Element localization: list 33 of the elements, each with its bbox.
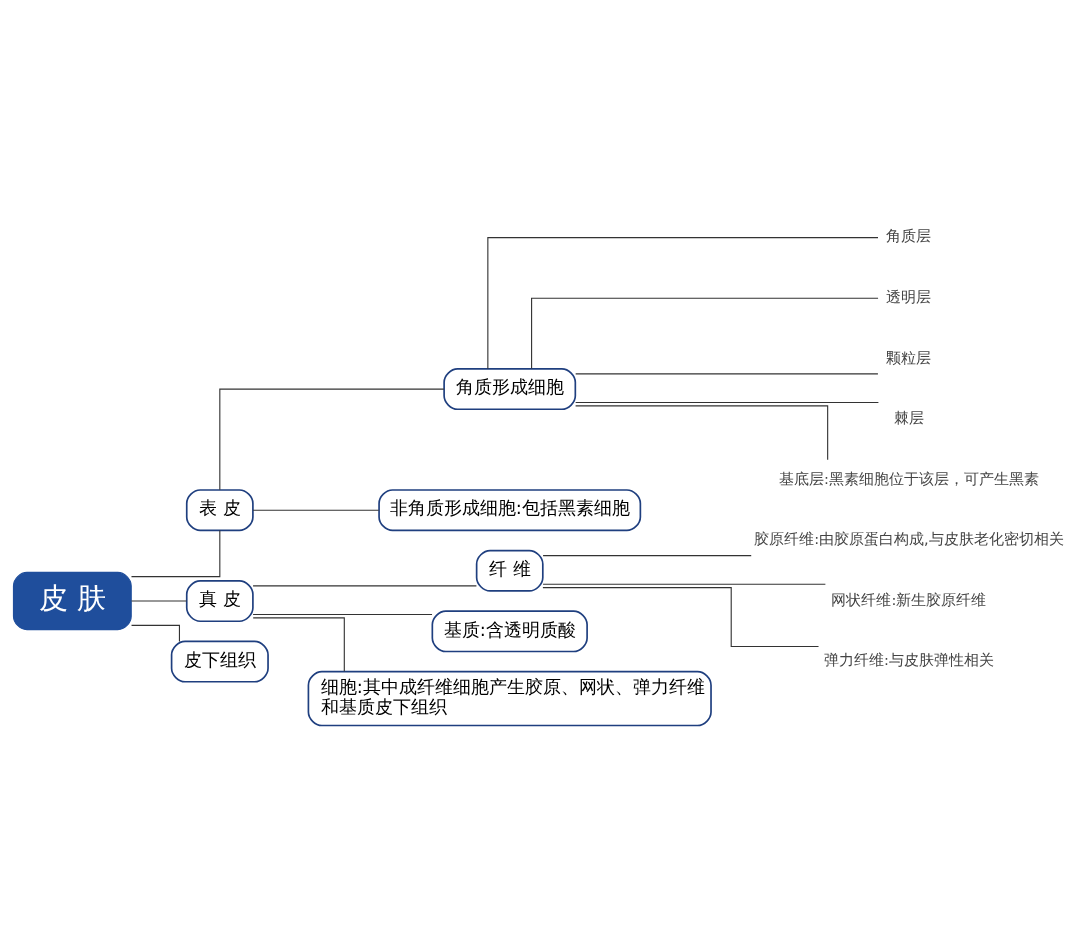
connector [542,587,820,647]
connector [252,509,380,511]
node-box: 表 皮 [185,489,254,532]
connector [542,555,752,557]
node-text: 角质层 [886,227,932,245]
node-text: 颗粒层 [886,348,932,366]
node-box: 纤 维 [475,549,544,592]
connector [252,613,433,616]
connector [542,583,826,585]
connector [131,624,180,642]
connector [575,405,829,461]
node-text: 基底层:黑素细胞位于该层，可产生黑素 [779,469,1039,487]
node-box: 基质:含透明质酸 [431,610,588,653]
connector [219,388,445,491]
node-box: 非角质形成细胞:包括黑素细胞 [378,489,642,532]
connector [130,600,188,602]
connector [531,297,879,369]
node-box: 皮 肤 [12,571,132,631]
node-text: 胶原纤维:由胶原蛋白构成,与皮肤老化密切相关 [754,530,1064,548]
node-text: 透明层 [886,288,932,306]
node-box: 细胞:其中成纤维细胞产生胶原、网状、弹力纤维和基质皮下组织 [307,670,712,727]
node-text: 棘层 [893,409,924,427]
connector [575,373,879,375]
node-text: 弹力纤维:与皮肤弹性相关 [824,651,994,669]
connector [487,237,879,370]
node-box: 皮下组织 [170,640,269,683]
connector [252,585,477,587]
node-box: 角质形成细胞 [443,368,577,411]
node-box: 真 皮 [185,580,254,623]
connector [575,401,879,404]
node-text: 网状纤维:新生胶原纤维 [831,590,987,608]
connector [252,617,345,672]
connector [130,529,221,578]
